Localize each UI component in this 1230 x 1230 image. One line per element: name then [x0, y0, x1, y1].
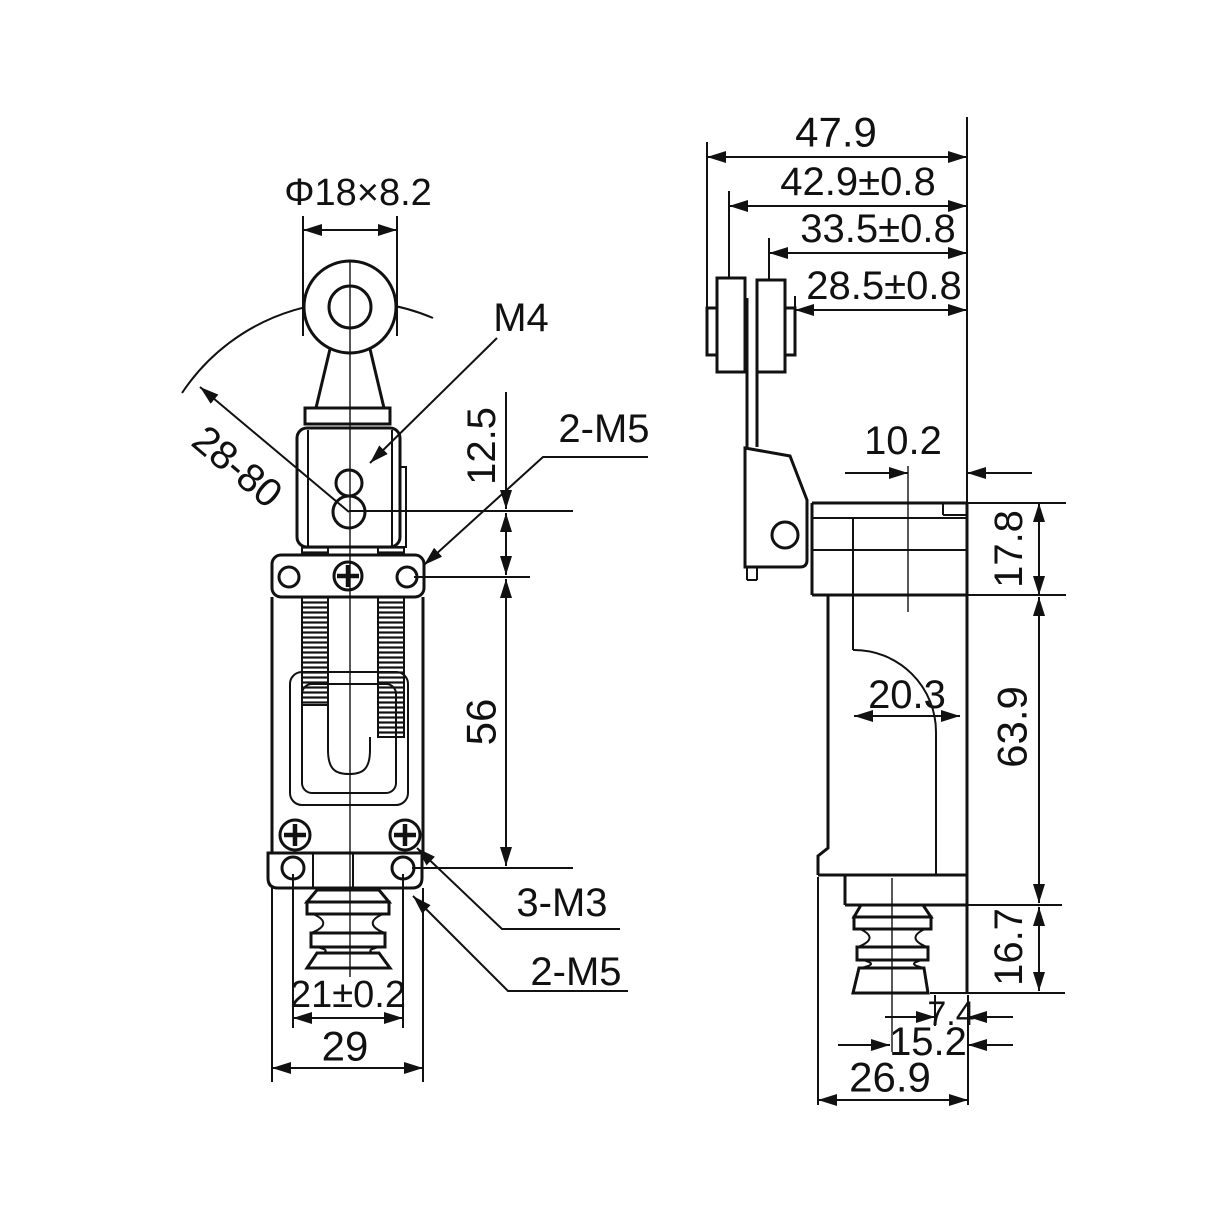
- cover-frame-outer: [289, 671, 409, 806]
- dim-lever-angle-range: 28-80: [184, 417, 291, 516]
- dim-overall-depth: 47.9: [795, 109, 877, 156]
- label-lever-screw: M4: [493, 296, 549, 340]
- front-terminal: [266, 818, 424, 890]
- phillips-cross-icon: [337, 565, 359, 587]
- front-cable-gland: [303, 888, 393, 970]
- dim-body-height: 63.9: [989, 686, 1036, 768]
- phillips-cross-icon: [284, 824, 306, 846]
- side-dimensions: 47.9 42.9±0.8 33.5±0.8 28.5±0.8 10.2 17.…: [706, 109, 1066, 1106]
- side-roller-lever: [705, 276, 809, 581]
- dim-base-hole-spacing: 21±0.2: [290, 974, 406, 1016]
- phillips-cross-icon: [394, 824, 416, 846]
- side-head: [810, 501, 967, 650]
- front-body: [270, 597, 425, 853]
- dim-roller-diameter: Φ18×8.2: [284, 172, 432, 214]
- dim-base-depth: 26.9: [849, 1054, 931, 1101]
- dim-cavity-width: 20.3: [868, 673, 946, 717]
- dim-gland-height: 16.7: [987, 908, 1031, 986]
- dim-body-width: 29: [322, 1023, 369, 1070]
- front-view: Φ18×8.2 28-80 M4 2-M5 12.5 56 3-M3: [181, 172, 650, 1082]
- dim-gland-edge-offset: 7.4: [927, 995, 974, 1033]
- dim-gland-center-offset: 15.2: [889, 1020, 967, 1064]
- dim-head-height: 17.8: [987, 510, 1031, 588]
- dim-roller-inner-depth: 28.5±0.8: [806, 264, 961, 308]
- front-head: [295, 426, 407, 549]
- roller-half-right: [755, 278, 787, 374]
- lever-collar: [303, 406, 392, 426]
- label-terminal-screws: 3-M3: [516, 881, 607, 925]
- dim-head-top-inset: 10.2: [864, 419, 942, 463]
- label-base-mount-holes: 2-M5: [530, 950, 621, 994]
- side-body: [816, 503, 969, 993]
- base-plate: [266, 851, 424, 890]
- dim-lever-plane-depth: 33.5±0.8: [800, 207, 955, 251]
- label-head-mount-holes: 2-M5: [558, 407, 649, 451]
- dim-mount-span-height: 56: [458, 699, 505, 746]
- dim-roller-outer-depth: 42.9±0.8: [780, 160, 935, 204]
- side-view: 47.9 42.9±0.8 33.5±0.8 28.5±0.8 10.2 17.…: [705, 109, 1066, 1106]
- cover-frame-inner: [301, 683, 397, 794]
- dim-head-offset: 12.5: [460, 407, 504, 485]
- hub-pivot-hole: [770, 520, 800, 550]
- front-dimensions: Φ18×8.2 28-80 M4 2-M5 12.5 56 3-M3: [184, 172, 650, 1082]
- top-plate-hole-left: [277, 565, 301, 589]
- plunger-slot: [327, 705, 371, 776]
- roller-half-left: [715, 276, 747, 374]
- head-notch: [942, 503, 967, 516]
- lever-hub: [743, 446, 809, 569]
- front-top-plate: [270, 553, 426, 599]
